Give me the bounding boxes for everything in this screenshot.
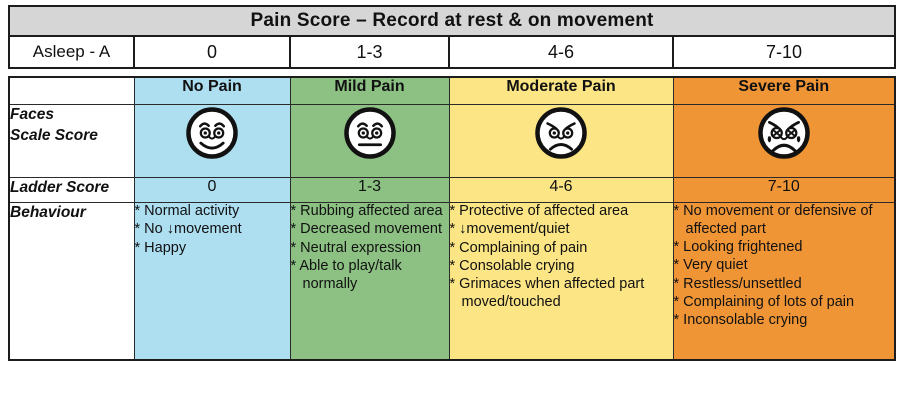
row-label-faces-line1: Faces <box>10 106 54 123</box>
happy-face-icon <box>186 107 238 159</box>
behaviour-item: Looking frightened <box>674 239 895 257</box>
row-label-ladder-score: Ladder Score <box>8 177 135 203</box>
behaviour-item: ↓movement/quiet <box>450 221 673 239</box>
behaviour-item: Grimaces when affected part moved/touche… <box>450 276 673 312</box>
behaviour-cell-severe-pain: No movement or defensive of affected par… <box>672 202 896 361</box>
category-label-no-pain: No Pain <box>133 76 291 105</box>
behaviour-item: Neutral expression <box>291 240 449 258</box>
row-label-faces-line2: Scale Score <box>10 126 98 144</box>
score-range-1: 1-3 <box>289 35 450 69</box>
face-cell-moderate-pain <box>448 104 674 178</box>
behaviour-list-severe-pain: No movement or defensive of affected par… <box>674 203 895 330</box>
behaviour-item: Complaining of lots of pain <box>674 294 895 312</box>
pain-assessment-table: No Pain Mild Pain Moderate Pain Severe P… <box>8 76 896 361</box>
category-label-moderate-pain: Moderate Pain <box>448 76 674 105</box>
ladder-score-row: Ladder Score 0 1-3 4-6 7-10 <box>8 177 896 203</box>
behaviour-item: Protective of affected area <box>450 203 673 221</box>
pain-score-header-table: Pain Score – Record at rest & on movemen… <box>7 5 897 69</box>
behaviour-item: No movement or defensive of affected par… <box>674 203 895 239</box>
behaviour-item: Consolable crying <box>450 258 673 276</box>
behaviour-cell-moderate-pain: Protective of affected area↓movement/qui… <box>448 202 674 361</box>
behaviour-item: Normal activity <box>135 203 290 221</box>
behaviour-item: Very quiet <box>674 257 895 275</box>
row-label-faces-scale-score: Faces Scale Score <box>8 104 135 178</box>
crying-face-icon <box>757 107 810 159</box>
face-cell-mild-pain <box>289 104 450 178</box>
faces-scale-row: Faces Scale Score <box>8 104 896 178</box>
ladder-score-no-pain: 0 <box>133 177 291 203</box>
behaviour-item: Able to play/talk normally <box>291 258 449 294</box>
score-range-3: 7-10 <box>671 35 897 69</box>
behaviour-list-moderate-pain: Protective of affected area↓movement/qui… <box>450 203 673 312</box>
page-title: Pain Score – Record at rest & on movemen… <box>7 5 897 37</box>
behaviour-item: Decreased movement <box>291 221 449 239</box>
behaviour-cell-mild-pain: Rubbing affected areaDecreased movementN… <box>289 202 450 361</box>
behaviour-item: Happy <box>135 240 290 258</box>
behaviour-item: Inconsolable crying <box>674 312 895 330</box>
category-header-row: No Pain Mild Pain Moderate Pain Severe P… <box>8 76 896 105</box>
behaviour-item: Restless/unsettled <box>674 276 895 294</box>
behaviour-list-mild-pain: Rubbing affected areaDecreased movementN… <box>291 203 449 294</box>
behaviour-cell-no-pain: Normal activityNo ↓movementHappy <box>133 202 291 361</box>
corner-blank-cell <box>8 76 135 105</box>
category-label-mild-pain: Mild Pain <box>289 76 450 105</box>
behaviour-item: No ↓movement <box>135 221 290 239</box>
asleep-label: Asleep - A <box>8 35 135 69</box>
category-label-severe-pain: Severe Pain <box>672 76 896 105</box>
score-scale-row: Asleep - A 0 1-3 4-6 7-10 <box>8 35 897 69</box>
behaviour-item: Complaining of pain <box>450 240 673 258</box>
ladder-score-mild-pain: 1-3 <box>289 177 450 203</box>
neutral-face-icon <box>343 107 396 159</box>
title-row: Pain Score – Record at rest & on movemen… <box>7 5 897 37</box>
sad-face-icon <box>535 107 587 159</box>
score-range-2: 4-6 <box>448 35 674 69</box>
behaviour-row: Behaviour Normal activityNo ↓movementHap… <box>8 202 896 361</box>
face-cell-no-pain <box>133 104 291 178</box>
ladder-score-severe-pain: 7-10 <box>672 177 896 203</box>
score-range-0: 0 <box>133 35 291 69</box>
behaviour-list-no-pain: Normal activityNo ↓movementHappy <box>135 203 290 257</box>
ladder-score-moderate-pain: 4-6 <box>448 177 674 203</box>
face-cell-severe-pain <box>672 104 896 178</box>
behaviour-item: Rubbing affected area <box>291 203 449 221</box>
row-label-behaviour: Behaviour <box>8 202 135 361</box>
